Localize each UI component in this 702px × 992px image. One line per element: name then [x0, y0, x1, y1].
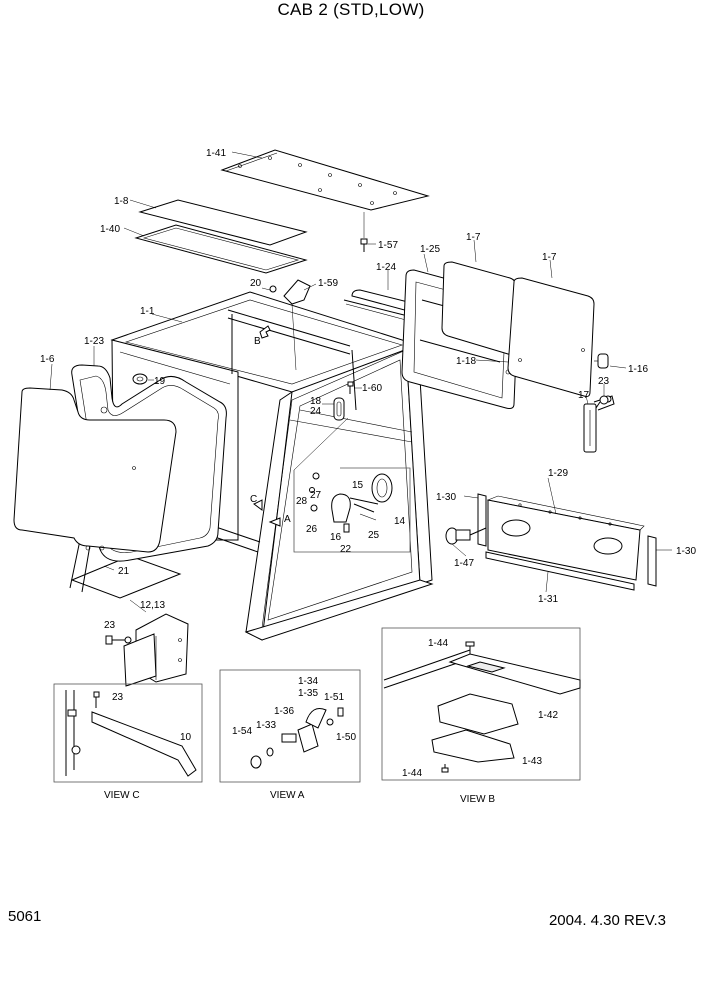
page-title: CAB 2 (STD,LOW) — [277, 0, 425, 19]
label-1-34: 1-34 — [298, 676, 318, 687]
label-1-7-b: 1-7 — [542, 252, 557, 263]
label-16: 16 — [330, 532, 342, 543]
label-22: 22 — [340, 544, 352, 555]
label-1-44-top: 1-44 — [428, 638, 448, 649]
label-1-47: 1-47 — [454, 558, 474, 569]
bolt-1-60 — [347, 381, 354, 394]
roof-seal-1-8 — [138, 199, 308, 246]
label-1-30-left: 1-30 — [436, 492, 456, 503]
label-1-60: 1-60 — [362, 383, 382, 394]
label-1-24: 1-24 — [376, 262, 396, 273]
label-1-43: 1-43 — [522, 756, 542, 767]
label-1-18: 1-18 — [456, 356, 476, 367]
label-1-36: 1-36 — [274, 706, 294, 717]
label-10: 10 — [180, 732, 192, 743]
label-1-44-bottom: 1-44 — [402, 768, 422, 779]
view-c-box — [53, 683, 203, 783]
label-1-59: 1-59 — [318, 278, 338, 289]
label-12-13: 12,13 — [140, 600, 165, 611]
marker-b: B — [254, 336, 261, 347]
bracket-12-13 — [123, 613, 189, 687]
cap-20 — [269, 285, 277, 293]
window-glass-1-7b — [507, 277, 595, 397]
view-a-box — [219, 669, 361, 783]
label-1-54: 1-54 — [232, 726, 252, 737]
cover-panel-1-29 — [486, 495, 645, 581]
label-1-51: 1-51 — [324, 692, 344, 703]
label-1-16: 1-16 — [628, 364, 648, 375]
bolt-23-lower — [105, 635, 132, 645]
view-marker-arrows — [253, 325, 281, 527]
label-23-right: 23 — [598, 376, 610, 387]
striker-18-24 — [333, 397, 345, 421]
label-1-31: 1-31 — [538, 594, 558, 605]
bolt-1-57 — [360, 212, 368, 252]
revision-date: 2004. 4.30 REV.3 — [548, 912, 666, 929]
label-18: 18 — [310, 396, 322, 407]
label-1-23: 1-23 — [84, 336, 104, 347]
label-1-30-right: 1-30 — [676, 546, 696, 557]
label-27: 27 — [310, 490, 322, 501]
label-1-41: 1-41 — [206, 148, 226, 159]
label-26: 26 — [306, 524, 318, 535]
label-1-8: 1-8 — [114, 196, 129, 207]
label-20: 20 — [250, 278, 262, 289]
label-1-25: 1-25 — [420, 244, 440, 255]
label-1-33: 1-33 — [256, 720, 276, 731]
label-19: 19 — [154, 376, 166, 387]
label-1-7-a: 1-7 — [466, 232, 481, 243]
label-28: 28 — [296, 496, 308, 507]
label-23-lower: 23 — [104, 620, 116, 631]
window-latch-1-16 — [594, 353, 609, 369]
label-1-6: 1-6 — [40, 354, 55, 365]
view-captions: VIEW C VIEW A VIEW B — [104, 790, 495, 805]
bracket-1-59 — [283, 279, 311, 371]
label-25: 25 — [368, 530, 380, 541]
lock-detail-box — [293, 417, 411, 553]
view-a-caption: VIEW A — [270, 790, 305, 801]
marker-a: A — [284, 514, 291, 525]
label-14: 14 — [394, 516, 406, 527]
label-24: 24 — [310, 406, 322, 417]
grommet-19 — [132, 373, 148, 385]
label-1-40: 1-40 — [100, 224, 120, 235]
roof-plate-1-41 — [220, 149, 430, 211]
seal-strip-1-30-left — [477, 493, 487, 547]
label-1-1: 1-1 — [140, 306, 155, 317]
label-1-57: 1-57 — [378, 240, 398, 251]
part-labels: 1-41 1-8 1-40 1-57 1-25 1-7 1-7 1-24 20 … — [40, 148, 696, 779]
marker-c: C — [250, 494, 257, 505]
leader-lines — [49, 151, 672, 613]
label-15: 15 — [352, 480, 364, 491]
view-b-caption: VIEW B — [460, 794, 495, 805]
label-1-29: 1-29 — [548, 468, 568, 479]
seal-strip-1-30-right — [647, 535, 657, 587]
seal-strip-1-31 — [485, 551, 635, 591]
fastener-1-47 — [445, 527, 487, 545]
label-17: 17 — [578, 390, 590, 401]
bolt-23-upper — [595, 395, 609, 409]
side-glass-1-6 — [13, 387, 177, 553]
label-21: 21 — [118, 566, 130, 577]
view-b-box — [381, 627, 581, 781]
label-1-42: 1-42 — [538, 710, 558, 721]
roof-glass-1-40 — [134, 224, 308, 274]
page-number: 5061 — [8, 908, 42, 925]
label-23-view-c: 23 — [112, 692, 124, 703]
label-1-50: 1-50 — [336, 732, 356, 743]
label-1-35: 1-35 — [298, 688, 318, 699]
view-c-caption: VIEW C — [104, 790, 140, 801]
